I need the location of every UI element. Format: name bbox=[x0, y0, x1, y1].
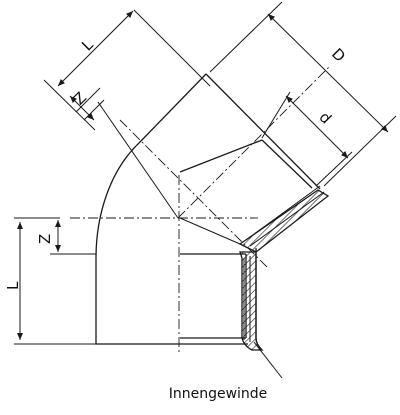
label-length-vertical: L bbox=[4, 281, 22, 290]
lower-wall-hatch bbox=[239, 251, 264, 351]
label-inner-diameter: d bbox=[316, 108, 335, 127]
lower-leg-outline bbox=[95, 258, 248, 345]
thread-strip-upper bbox=[245, 185, 325, 247]
thread-strip-lower bbox=[243, 256, 251, 342]
label-length-diagonal: L bbox=[78, 35, 97, 54]
dim-length-diagonal bbox=[43, 9, 211, 131]
inner-step bbox=[179, 139, 263, 173]
upper-socket-inner bbox=[261, 139, 313, 189]
hatched-wall-section bbox=[238, 185, 330, 351]
lower-outer-wall bbox=[255, 248, 263, 351]
lower-socket-bore bbox=[180, 253, 246, 339]
upper-leg-end bbox=[205, 73, 321, 190]
dim-offset-vertical bbox=[50, 220, 96, 255]
dim-outer-diameter bbox=[209, 1, 397, 187]
caption-internal-thread: Innengewinde bbox=[169, 386, 268, 402]
dim-offset-diagonal bbox=[69, 87, 179, 219]
label-outer-diameter: D bbox=[328, 45, 349, 66]
outer-bend-arc bbox=[95, 73, 207, 259]
dim-length-vertical bbox=[14, 217, 96, 345]
center-lines bbox=[70, 65, 331, 352]
dim-inner-diameter bbox=[261, 91, 353, 187]
label-offset-diagonal: Z bbox=[70, 88, 90, 108]
caption-leader bbox=[179, 217, 283, 379]
diagonal-centerline bbox=[119, 119, 269, 269]
label-offset-vertical: Z bbox=[36, 234, 54, 244]
